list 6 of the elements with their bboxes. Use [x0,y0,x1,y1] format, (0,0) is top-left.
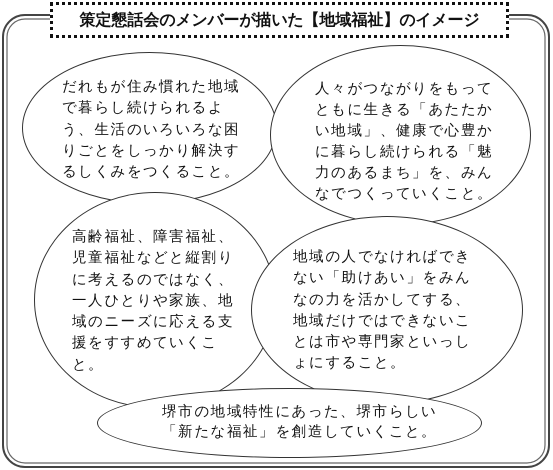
bubble-text: 堺市の地域特性にあった、堺市らしい「新たな福祉」を創造していくこと。 [162,402,438,442]
bubble-text: 高齢福祉、障害福祉、児童福祉などと縦割りに考えるのではなく、一人ひとりや家族、地域のニーズに応える支援をすすめていくこと。 [72,228,235,375]
bubble-text: だれもが住み慣れた地域で暮らし続けられるよう、生活のいろいろな困りごとをしっかり解決するしくみをつくること。 [62,78,242,182]
title-banner: 策定懇話会のメンバーが描いた【地域福祉】のイメージ [50,2,509,38]
bubble-text: 人々がつながりをもってともに生きる「あたたかい地域」、健康で心豊かに暮らし続けられる「魅力のあるまち」を、みんなでつくっていくこと。 [315,80,494,204]
bubble-text: 地域の人でなければできない「助けあい」をみんなの力を活かしてする、地域だけではできないことは市や専門家といっしょにすること。 [293,248,472,374]
